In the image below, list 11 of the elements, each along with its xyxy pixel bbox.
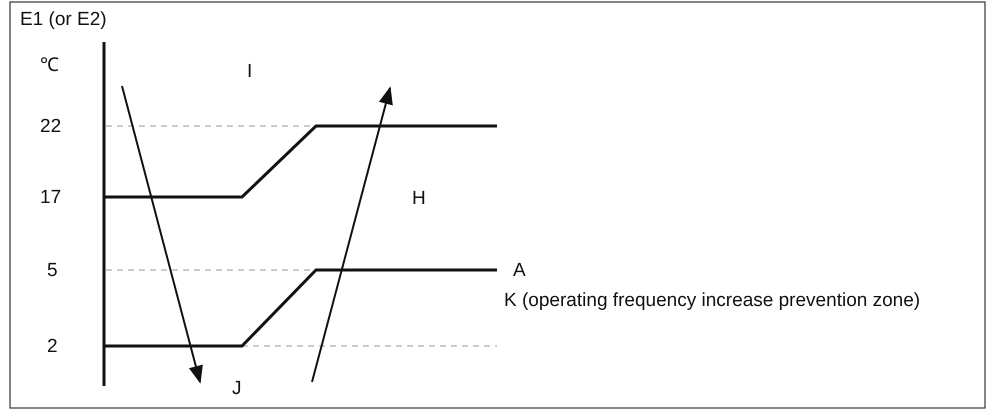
tick-label: 5	[47, 261, 58, 280]
curve-label: A	[513, 261, 526, 280]
tick-label: 22	[40, 117, 62, 136]
tick-label: 17	[40, 188, 62, 207]
region-label: J	[232, 379, 242, 398]
axis-unit: ℃	[40, 56, 59, 75]
chart-title: E1 (or E2)	[20, 10, 107, 29]
tick-label: 2	[47, 337, 58, 356]
zone-label: K (operating frequency increase prevention zone)	[504, 291, 920, 310]
region-label: I	[247, 62, 252, 81]
region-label: H	[412, 189, 426, 208]
